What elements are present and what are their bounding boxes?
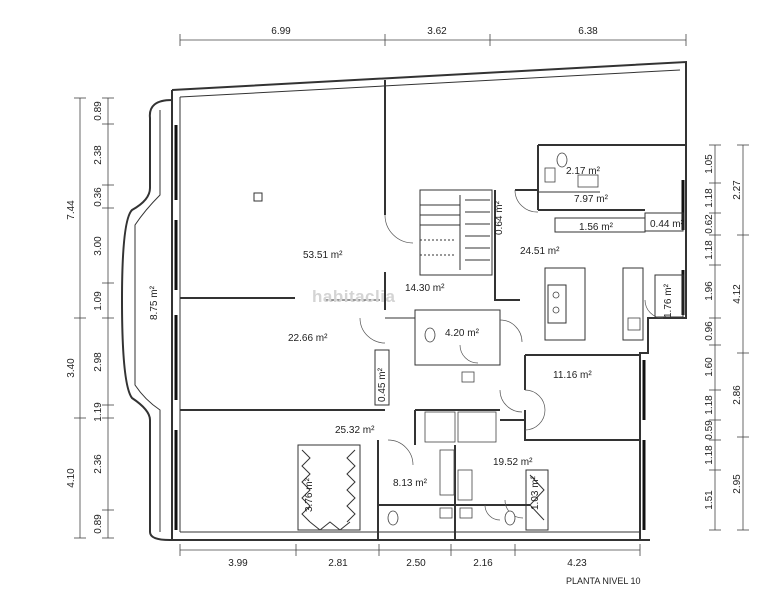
dim-left-inner-4: 3.00 bbox=[93, 236, 104, 256]
left-outer-dimension-labels: 7.44 3.40 4.10 bbox=[66, 200, 77, 488]
top-dimension-labels: 6.99 3.62 6.38 bbox=[271, 26, 598, 37]
room-area-label: 2.17 m² bbox=[566, 166, 601, 177]
shower-icon bbox=[439, 449, 455, 496]
interior-walls bbox=[180, 80, 684, 540]
dim-left-inner-5: 1.09 bbox=[93, 291, 104, 311]
toilet-icon bbox=[387, 510, 399, 526]
dim-top-2: 3.62 bbox=[427, 26, 447, 37]
dim-left-inner-6: 2.98 bbox=[93, 352, 104, 372]
bathtub-icon bbox=[457, 411, 497, 443]
dim-bottom-4: 2.16 bbox=[473, 558, 493, 569]
dim-top-3: 6.38 bbox=[578, 26, 598, 37]
dim-left-inner-3: 0.36 bbox=[93, 187, 104, 207]
room-area-label: 8.13 m² bbox=[393, 478, 428, 489]
dim-right-outer-3: 2.86 bbox=[732, 385, 743, 405]
dim-bottom-1: 3.99 bbox=[228, 558, 248, 569]
stove-icon bbox=[552, 306, 560, 314]
room-area-label: 4.20 m² bbox=[445, 328, 480, 339]
bottom-dimension-labels: 3.99 2.81 2.50 2.16 4.23 bbox=[228, 558, 587, 569]
stove-icon bbox=[552, 291, 560, 299]
sink-icon bbox=[461, 371, 475, 383]
right-inner-dimension-labels: 1.05 1.18 0.62 1.18 1.96 0.96 1.60 1.18 … bbox=[704, 154, 715, 510]
dim-left-inner-8: 2.36 bbox=[93, 454, 104, 474]
dim-left-inner-2: 2.38 bbox=[93, 145, 104, 165]
room-area-labels: 53.51 m² 14.30 m² 22.66 m² 8.75 m² 4.20 … bbox=[149, 166, 685, 512]
room-area-label: 7.97 m² bbox=[574, 194, 609, 205]
dim-top-1: 6.99 bbox=[271, 26, 291, 37]
room-area-label: 0.45 m² bbox=[377, 367, 388, 402]
dim-right-inner-11: 1.51 bbox=[704, 490, 715, 510]
exterior-walls bbox=[120, 60, 687, 541]
dim-left-outer-1: 7.44 bbox=[66, 200, 77, 220]
windows bbox=[174, 125, 685, 530]
dim-left-inner-7: 1.19 bbox=[93, 402, 104, 422]
room-area-label: 1.03 m² bbox=[530, 475, 541, 510]
sink-icon bbox=[544, 167, 556, 183]
room-area-label: 53.51 m² bbox=[303, 250, 343, 261]
dim-bottom-2: 2.81 bbox=[328, 558, 348, 569]
toilet-icon bbox=[504, 510, 516, 526]
room-area-label: 11.16 m² bbox=[553, 370, 592, 381]
kitchen-sink-icon bbox=[627, 317, 641, 331]
toilet-icon bbox=[556, 152, 568, 168]
dim-left-outer-2: 3.40 bbox=[66, 358, 77, 378]
dim-bottom-3: 2.50 bbox=[406, 558, 426, 569]
room-area-label: 22.66 m² bbox=[288, 333, 328, 344]
sink-icon bbox=[459, 507, 473, 519]
dimension-lines bbox=[74, 34, 749, 556]
dim-right-inner-3: 0.62 bbox=[704, 214, 715, 234]
room-area-label: 8.75 m² bbox=[149, 285, 160, 320]
door-swings bbox=[359, 189, 664, 521]
left-inner-dimension-labels: 0.89 2.38 0.36 3.00 1.09 2.98 1.19 2.36 … bbox=[93, 101, 104, 534]
dim-right-inner-10: 1.18 bbox=[704, 445, 715, 465]
dim-right-inner-7: 1.60 bbox=[704, 357, 715, 377]
sink-icon bbox=[439, 507, 453, 519]
watermark: habitaclia bbox=[312, 287, 395, 306]
room-area-label: 0.64 m² bbox=[494, 200, 505, 235]
room-area-label: 19.52 m² bbox=[493, 457, 533, 468]
staircase bbox=[420, 195, 490, 270]
dim-left-inner-9: 0.89 bbox=[93, 514, 104, 534]
shower-icon bbox=[577, 174, 599, 188]
bathroom-fixtures bbox=[387, 152, 641, 526]
dim-right-inner-8: 1.18 bbox=[704, 395, 715, 415]
dim-left-inner-1: 0.89 bbox=[93, 101, 104, 121]
shower-icon bbox=[424, 411, 456, 443]
dim-right-outer-1: 2.27 bbox=[732, 180, 743, 200]
dim-right-inner-1: 1.05 bbox=[704, 154, 715, 174]
dim-right-outer-4: 2.95 bbox=[732, 474, 743, 494]
dim-left-outer-3: 4.10 bbox=[66, 468, 77, 488]
dim-right-inner-4: 1.18 bbox=[704, 240, 715, 260]
room-area-label: 1.56 m² bbox=[579, 222, 614, 233]
shower-icon bbox=[457, 469, 473, 501]
dim-bottom-5: 4.23 bbox=[567, 558, 587, 569]
room-area-label: 0.44 m² bbox=[650, 219, 685, 230]
dim-right-inner-2: 1.18 bbox=[704, 188, 715, 208]
dim-right-inner-9: 0.59 bbox=[704, 420, 715, 440]
room-area-label: 24.51 m² bbox=[520, 246, 560, 257]
dim-right-inner-6: 0.96 bbox=[704, 321, 715, 341]
room-area-label: 1.76 m² bbox=[663, 283, 674, 318]
room-area-label: 14.30 m² bbox=[405, 283, 445, 294]
dim-right-inner-5: 1.96 bbox=[704, 281, 715, 301]
right-outer-dimension-labels: 2.27 4.12 2.86 2.95 bbox=[732, 180, 743, 494]
room-area-label: 3.76 m² bbox=[304, 477, 315, 512]
room-area-label: 25.32 m² bbox=[335, 425, 375, 436]
plan-title: PLANTA NIVEL 10 bbox=[566, 576, 641, 586]
closet-hatching bbox=[301, 449, 545, 531]
dim-right-outer-2: 4.12 bbox=[732, 284, 743, 304]
toilet-icon bbox=[424, 327, 436, 343]
